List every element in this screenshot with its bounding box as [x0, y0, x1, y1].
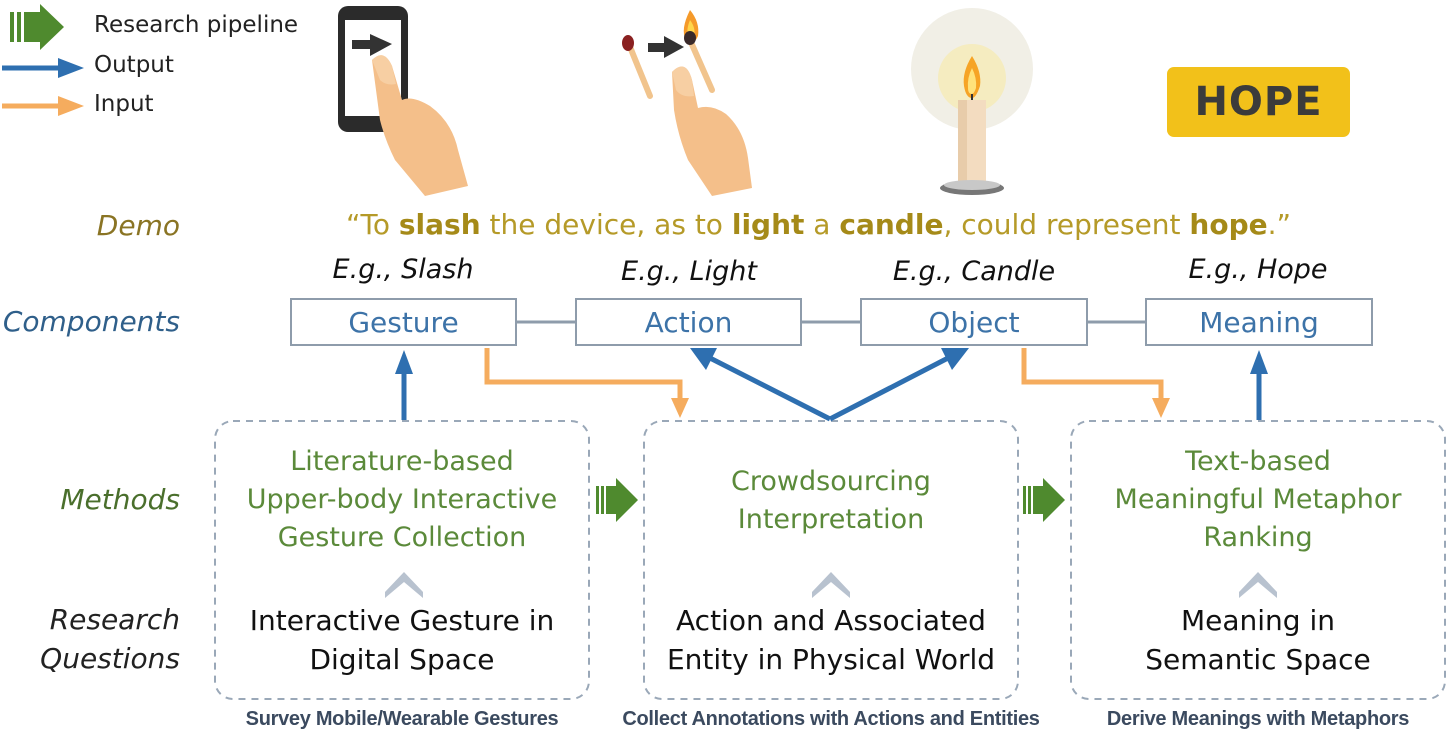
legend-output-label: Output: [94, 52, 174, 78]
output-arrow-gesture: [395, 350, 413, 420]
output-arrow-meaning: [1250, 350, 1268, 420]
chevron-up-icon: [385, 572, 423, 598]
component-meaning: Meaning: [1145, 298, 1373, 346]
demo-word-candle: candle: [839, 208, 944, 241]
pipeline-arrow-2: [1023, 478, 1065, 522]
example-object: E.g., Candle: [892, 256, 1056, 287]
legend-pipeline-icon: [10, 4, 64, 50]
legend-pipeline-label: Research pipeline: [94, 12, 299, 38]
research-question-3: Meaning in Semantic Space: [1145, 604, 1371, 676]
output-arrow-action: [690, 348, 832, 422]
row-label-methods: Methods: [60, 483, 180, 516]
hope-badge: HOPE: [1167, 67, 1350, 137]
method-box-2: [643, 420, 1019, 700]
demo-word-slash: slash: [398, 208, 481, 241]
research-question-1: Interactive Gesture in Digital Space: [249, 604, 555, 676]
component-action: Action: [575, 298, 802, 346]
phone-swipe-icon: [338, 6, 468, 197]
input-arrow-gesture-to-crowdsourcing: [484, 348, 689, 418]
method-text-1: Literature-based Upper-body Interactive …: [246, 446, 558, 553]
example-meaning: E.g., Hope: [1188, 254, 1328, 285]
example-gesture: E.g., Slash: [332, 254, 474, 285]
legend-input-label: Input: [94, 91, 154, 117]
demo-word-hope: hope: [1189, 208, 1268, 241]
method-box-1: [214, 420, 590, 700]
match-light-icon: [622, 10, 752, 196]
method-text-3: Text-based Meaningful Metaphor Ranking: [1114, 446, 1402, 553]
chevron-up-icon: [812, 572, 850, 598]
row-label-demo: Demo: [96, 209, 180, 242]
demo-sentence: “To slash the device, as to light a cand…: [346, 208, 1292, 241]
research-question-2: Action and Associated Entity in Physical…: [666, 604, 996, 676]
component-object: Object: [860, 298, 1088, 346]
candle-icon: [911, 8, 1033, 195]
legend-input-arrow-icon: [2, 96, 84, 116]
component-gesture: Gesture: [290, 298, 517, 346]
row-label-questions: Questions: [40, 642, 180, 675]
legend-output-arrow-icon: [2, 58, 84, 78]
example-action: E.g., Light: [621, 256, 757, 287]
method-text-2: Crowdsourcing Interpretation: [731, 466, 931, 535]
input-arrow-object-to-ranking: [1021, 348, 1170, 418]
caption-1: Survey Mobile/Wearable Gestures: [245, 708, 559, 730]
method-box-3: [1070, 420, 1446, 700]
caption-2: Collect Annotations with Actions and Ent…: [622, 708, 1040, 730]
demo-word-light: light: [731, 208, 805, 241]
row-label-research: Research: [49, 603, 180, 636]
caption-3: Derive Meanings with Metaphors: [1106, 708, 1410, 730]
output-arrow-object: [828, 348, 969, 422]
chevron-up-icon: [1239, 572, 1277, 598]
row-label-components: Components: [2, 305, 180, 338]
pipeline-arrow-1: [596, 478, 638, 522]
